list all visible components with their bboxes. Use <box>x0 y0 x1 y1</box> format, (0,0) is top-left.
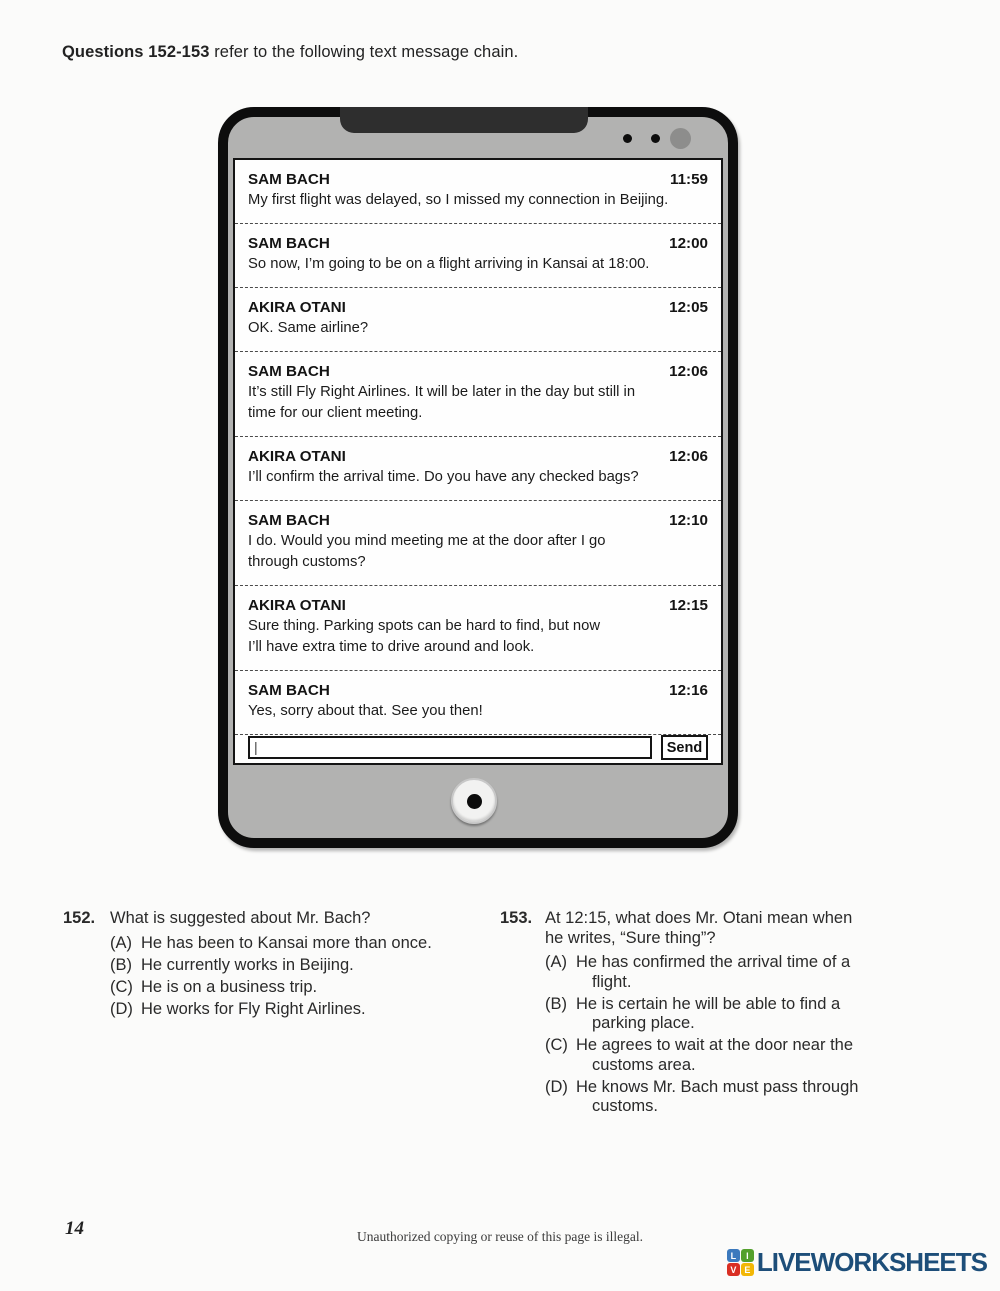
message-text: OK. Same airline? <box>248 320 369 336</box>
message-time: 12:16 <box>669 682 708 699</box>
message-time: 12:10 <box>669 512 708 529</box>
option-letter: (A) <box>110 933 132 952</box>
option-letter: (D) <box>545 1077 568 1096</box>
logo-square-l: L <box>726 1249 740 1262</box>
option-text: He agrees to wait at the door near the c… <box>576 1036 854 1074</box>
message-time: 12:06 <box>669 448 708 465</box>
option-text: He knows Mr. Bach must pass through cust… <box>576 1077 859 1116</box>
sender-name: AKIRA OTANI <box>248 448 346 465</box>
sender-name: SAM BACH <box>248 682 330 699</box>
message-text: Sure thing. Parking spots can be hard to… <box>248 618 601 655</box>
answer-option[interactable]: (C) He agrees to wait at the door near th… <box>545 1036 858 1075</box>
message-item: AKIRA OTANI 12:06 I’ll confirm the arriva… <box>235 437 721 501</box>
answer-option[interactable]: (B) He currently works in Beijing. <box>110 956 432 976</box>
sender-name: AKIRA OTANI <box>248 597 346 614</box>
liveworksheets-wordmark: LIVEWORKSHEETS <box>756 1247 988 1277</box>
sender-name: AKIRA OTANI <box>248 299 346 316</box>
answer-option[interactable]: (C) He is on a business trip. <box>110 978 432 998</box>
message-text: I do. Would you mind meeting me at the d… <box>248 533 606 570</box>
option-text: He has been to Kansai more than once. <box>141 933 432 952</box>
message-time: 12:05 <box>669 299 708 316</box>
instructions-text: refer to the following text message chai… <box>209 43 519 61</box>
option-letter: (A) <box>545 953 567 971</box>
message-item: SAM BACH 12:06 It’s still Fly Right Airli… <box>235 352 721 437</box>
option-text: He currently works in Beijing. <box>141 955 354 974</box>
message-text: I’ll confirm the arrival time. Do you ha… <box>248 469 639 485</box>
sensor-dot-icon <box>651 134 660 143</box>
sender-name: SAM BACH <box>248 363 330 380</box>
sender-name: SAM BACH <box>248 235 330 252</box>
option-letter: (B) <box>110 955 132 974</box>
tablet-device: SAM BACH 11:59 My first flight was delaye… <box>218 107 738 848</box>
option-text: He is certain he will be able to find a … <box>576 994 841 1033</box>
message-item: SAM BACH 12:00 So now, I’m going to be on… <box>235 224 721 288</box>
message-time: 11:59 <box>669 171 708 188</box>
message-time: 12:06 <box>669 363 708 380</box>
question-text: What is suggested about Mr. Bach? <box>110 909 371 927</box>
instructions-line: Questions 152-153 refer to the following… <box>62 43 518 62</box>
answer-option[interactable]: (D) He works for Fly Right Airlines. <box>110 1000 432 1020</box>
message-text: So now, I’m going to be on a flight arri… <box>248 256 650 272</box>
answer-option[interactable]: (A) He has been to Kansai more than once. <box>110 934 432 954</box>
option-letter: (D) <box>110 999 133 1018</box>
instructions-question-range: Questions 152-153 <box>62 43 210 61</box>
question-number: 152. <box>63 909 96 927</box>
message-item: AKIRA OTANI 12:05 OK. Same airline? <box>235 288 721 352</box>
option-letter: (C) <box>110 977 133 996</box>
composer-row: | Send <box>235 735 721 770</box>
sensor-dot-icon <box>623 134 632 143</box>
logo-square-v: V <box>726 1263 740 1276</box>
logo-square-i: I <box>740 1249 754 1262</box>
answer-option[interactable]: (B) He is certain he will be able to find… <box>545 995 858 1034</box>
message-text: It’s still Fly Right Airlines. It will b… <box>248 384 636 421</box>
message-item: SAM BACH 12:10 I do. Would you mind meeti… <box>235 501 721 586</box>
question-text: At 12:15, what does Mr. Otani mean when … <box>545 909 853 947</box>
logo-square-e: E <box>740 1263 754 1276</box>
text-cursor: | <box>254 739 258 755</box>
option-text: He works for Fly Right Airlines. <box>141 999 366 1018</box>
copyright-note: Unauthorized copying or reuse of this pa… <box>356 1229 644 1244</box>
option-text: He has confirmed the arrival time of a f… <box>576 953 851 991</box>
message-item: SAM BACH 11:59 My first flight was delaye… <box>235 160 721 224</box>
option-letter: (C) <box>545 1036 568 1054</box>
question-153: 153. At 12:15, what does Mr. Otani mean … <box>500 909 965 1117</box>
camera-icon <box>670 128 691 149</box>
message-item: AKIRA OTANI 12:15 Sure thing. Parking spo… <box>235 586 721 671</box>
option-letter: (B) <box>545 994 567 1013</box>
message-text: Yes, sorry about that. See you then! <box>248 703 483 719</box>
message-time: 12:15 <box>669 597 708 614</box>
message-text: My first flight was delayed, so I missed… <box>248 192 669 208</box>
speaker-bar-icon <box>340 107 588 133</box>
option-text: He is on a business trip. <box>141 977 318 996</box>
message-time: 12:00 <box>669 235 708 252</box>
home-button[interactable] <box>451 778 497 824</box>
question-152: 152. What is suggested about Mr. Bach? (… <box>63 909 488 1019</box>
question-number: 153. <box>500 909 533 927</box>
message-item: SAM BACH 12:16 Yes, sorry about that. See… <box>235 671 721 735</box>
answer-option[interactable]: (A) He has confirmed the arrival time of … <box>545 953 858 992</box>
home-dot-icon <box>466 793 482 809</box>
sender-name: SAM BACH <box>248 512 330 529</box>
message-input[interactable]: | <box>248 736 652 759</box>
answer-option[interactable]: (D) He knows Mr. Bach must pass through c… <box>545 1078 858 1117</box>
sender-name: SAM BACH <box>248 171 330 188</box>
send-button[interactable]: Send <box>661 735 708 760</box>
page-number: 14 <box>65 1218 84 1239</box>
message-screen: SAM BACH 11:59 My first flight was delaye… <box>233 158 723 765</box>
